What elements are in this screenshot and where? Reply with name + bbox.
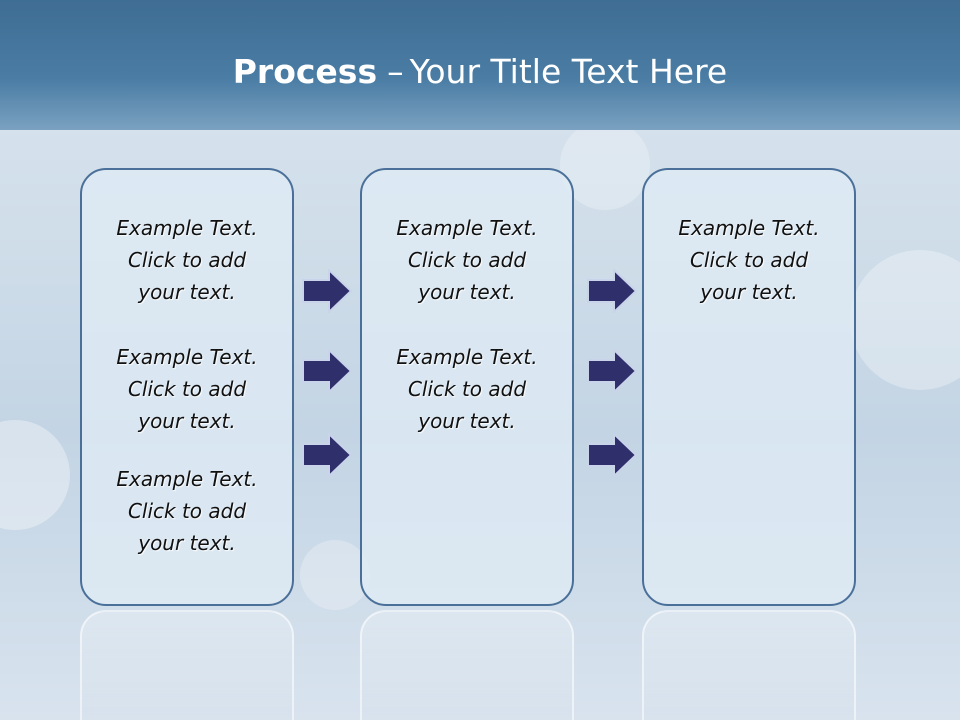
text-line: your text. (138, 280, 236, 304)
text-placeholder[interactable]: Example Text. Click to add your text. (82, 212, 292, 308)
text-placeholder[interactable]: Example Text. Click to add your text. (644, 212, 854, 308)
text-placeholder[interactable]: Example Text. Click to add your text. (82, 341, 292, 437)
text-line: your text. (418, 280, 516, 304)
text-line: your text. (138, 531, 236, 555)
process-step-panel-1[interactable]: Example Text. Click to add your text. Ex… (80, 168, 294, 606)
text-line: Example Text. (678, 216, 820, 240)
text-line: your text. (418, 409, 516, 433)
text-placeholder[interactable]: Example Text. Click to add your text. (362, 212, 572, 308)
right-arrow-icon[interactable] (302, 433, 352, 477)
text-line: Example Text. (116, 216, 258, 240)
text-line: Example Text. (396, 216, 538, 240)
text-line: Example Text. (116, 467, 258, 491)
text-line: your text. (138, 409, 236, 433)
title-bold: Process (232, 52, 378, 91)
text-line: Click to add (127, 377, 247, 401)
right-arrow-icon[interactable] (302, 269, 352, 313)
background-glow (850, 250, 960, 390)
text-line: Click to add (407, 248, 527, 272)
process-step-panel-2[interactable]: Example Text. Click to add your text. Ex… (360, 168, 574, 606)
panel-reflection (360, 610, 574, 720)
panel-reflection (642, 610, 856, 720)
slide-header: Process–Your Title Text Here (0, 0, 960, 130)
text-placeholder[interactable]: Example Text. Click to add your text. (362, 341, 572, 437)
text-line: your text. (700, 280, 798, 304)
title-rest: Your Title Text Here (409, 52, 728, 91)
background-glow (0, 420, 70, 530)
title-dash: – (387, 52, 404, 91)
text-line: Click to add (127, 248, 247, 272)
text-line: Click to add (689, 248, 809, 272)
text-line: Click to add (127, 499, 247, 523)
process-step-panel-3[interactable]: Example Text. Click to add your text. (642, 168, 856, 606)
right-arrow-icon[interactable] (587, 433, 637, 477)
text-line: Click to add (407, 377, 527, 401)
slide-title[interactable]: Process–Your Title Text Here (0, 52, 960, 91)
text-line: Example Text. (396, 345, 538, 369)
right-arrow-icon[interactable] (587, 349, 637, 393)
text-line: Example Text. (116, 345, 258, 369)
right-arrow-icon[interactable] (587, 269, 637, 313)
right-arrow-icon[interactable] (302, 349, 352, 393)
panel-reflection (80, 610, 294, 720)
text-placeholder[interactable]: Example Text. Click to add your text. (82, 463, 292, 559)
